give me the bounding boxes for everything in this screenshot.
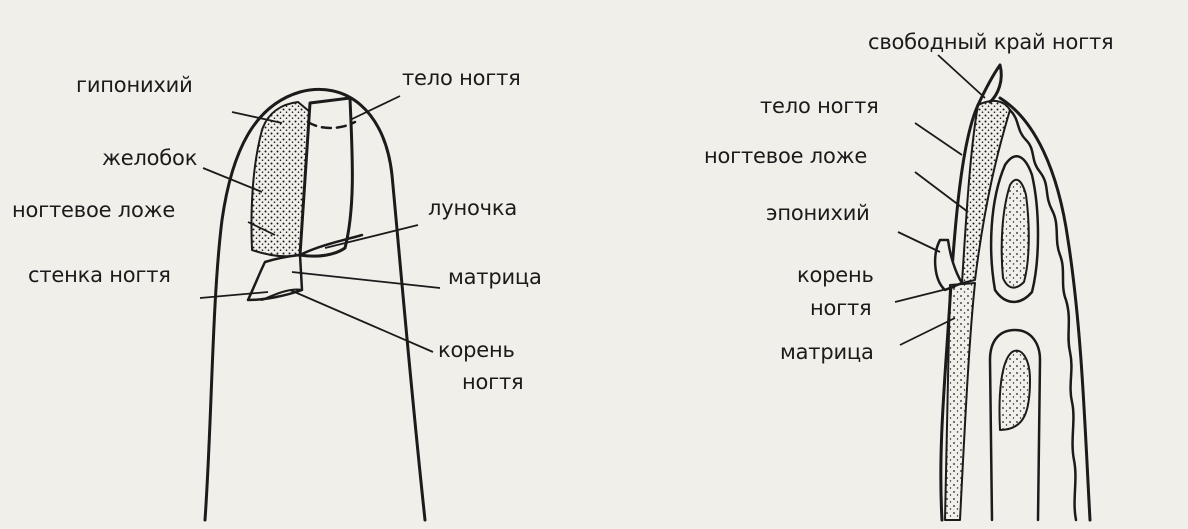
right-leader-lines — [894, 54, 986, 346]
label-nail-bed-left: ногтевое ложе — [12, 198, 176, 222]
label-nail-wall: стенка ногтя — [28, 263, 171, 287]
label-root-line1-right: корень — [797, 263, 874, 287]
label-eponychium: эпонихий — [766, 201, 870, 225]
nail-plate-section — [976, 63, 1003, 107]
nail-root — [246, 253, 304, 302]
label-lunula: луночка — [428, 196, 517, 220]
label-nail-body-left: тело ногтя — [402, 66, 521, 90]
right-finger-section — [933, 63, 1092, 522]
distal-phalanx — [989, 155, 1040, 304]
label-root-line2-left: ногтя — [462, 370, 524, 394]
label-groove: желобок — [102, 146, 198, 170]
eponychium-fold — [933, 238, 964, 292]
label-root-line2-right: ногтя — [810, 296, 872, 320]
middle-phalanx — [988, 328, 1042, 522]
matrix-region — [944, 282, 976, 521]
lunula-dashed — [306, 120, 357, 130]
label-free-edge: свободный край ногтя — [868, 30, 1114, 54]
distal-phalanx-inner — [1000, 178, 1030, 289]
label-hyponychium: гипонихий — [76, 73, 193, 97]
palmar-skin — [998, 96, 1092, 522]
lunula-curve — [298, 233, 364, 257]
finger-outline — [203, 87, 427, 522]
label-nail-body-right: тело ногтя — [760, 94, 879, 118]
middle-phalanx-inner — [998, 349, 1031, 431]
label-matrix-left: матрица — [448, 265, 542, 289]
nail-plate — [298, 96, 354, 258]
label-matrix-right: матрица — [780, 340, 874, 364]
left-finger-figure — [203, 87, 427, 522]
label-nail-bed-right: ногтевое ложе — [704, 144, 868, 168]
label-root-line1-left: корень — [438, 338, 515, 362]
nail-bed-strip — [961, 99, 1011, 284]
left-leader-lines — [199, 95, 441, 353]
dermis-wave — [1008, 108, 1078, 522]
nail-bed-dotted — [250, 101, 311, 258]
